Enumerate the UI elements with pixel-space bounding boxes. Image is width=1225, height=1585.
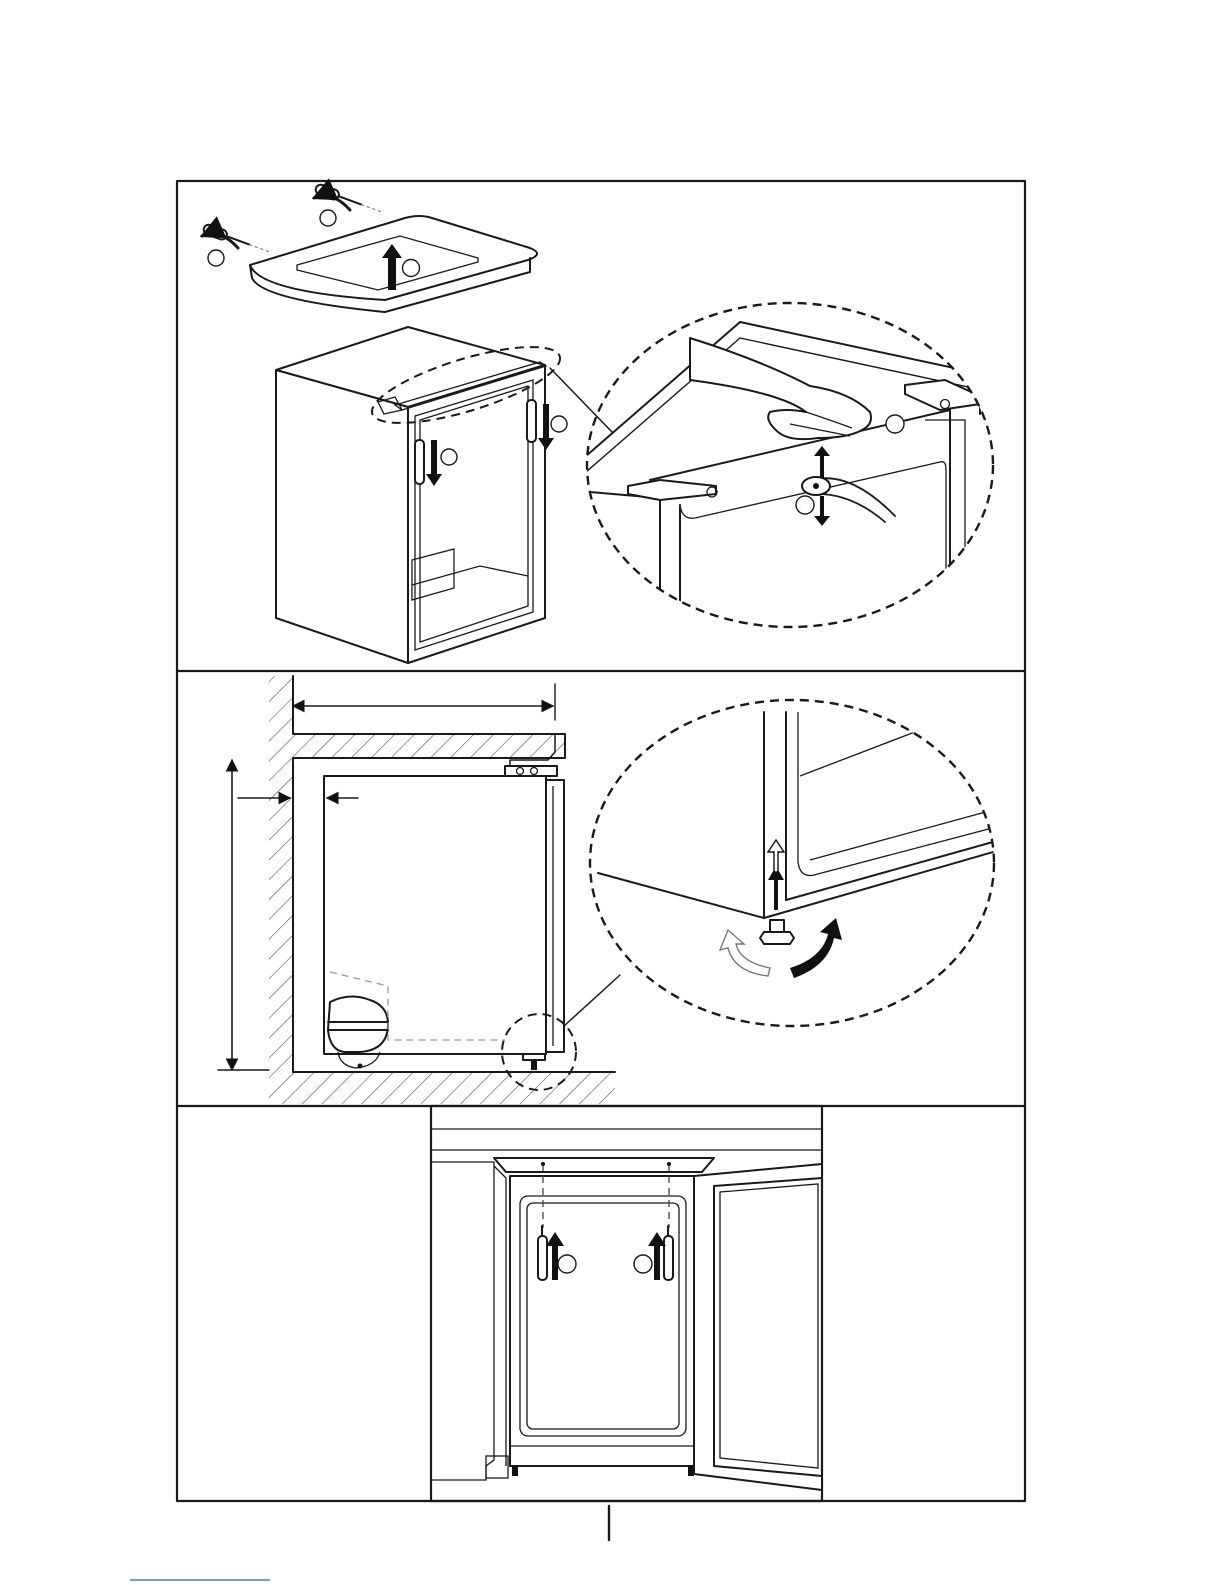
pliers-icon (802, 477, 895, 522)
panel-niche-dimensions (218, 676, 1000, 1104)
detail-hinge-zoom (570, 303, 1010, 640)
leveling-foot-icon (531, 1060, 537, 1070)
detail-foot-zoom (590, 700, 1000, 1026)
dimension-height (218, 760, 269, 1070)
wall-hatch (269, 676, 293, 1072)
up-arrow-icon (768, 840, 784, 872)
worktop (494, 1158, 714, 1172)
dimension-width (293, 684, 555, 720)
step-marker (441, 449, 457, 465)
hinge-plate (905, 380, 980, 410)
panel-door-mounting (431, 1106, 822, 1501)
compressor (328, 996, 388, 1068)
panel-top-cover-removal (202, 183, 1010, 663)
leveling-foot-icon (512, 1466, 518, 1476)
refrigerator-cabinet (276, 327, 567, 663)
door-clip (415, 440, 424, 484)
open-door (694, 1164, 822, 1490)
step-marker (886, 415, 904, 433)
fridge-front (510, 1176, 694, 1466)
screwdriver-icon (202, 223, 271, 266)
step-marker (634, 1255, 652, 1273)
step-marker (403, 260, 420, 277)
hand-icon (690, 338, 871, 439)
screwdriver-icon (314, 183, 383, 226)
leveling-foot-icon (760, 932, 794, 944)
up-arrow-icon (814, 446, 830, 478)
top-cover-plate (250, 216, 537, 312)
step-marker (320, 210, 336, 226)
step-marker (551, 416, 567, 432)
floor-hatch (269, 1072, 615, 1104)
rotate-arrow-icon (790, 918, 842, 978)
step-marker (208, 250, 224, 266)
step-marker (796, 496, 814, 514)
callout-leader (564, 975, 620, 1026)
down-arrow-icon (814, 496, 830, 526)
hinge-plate (628, 480, 716, 500)
step-marker (558, 1255, 576, 1273)
door-panel (546, 780, 564, 1052)
door-clip (527, 400, 536, 442)
worktop-hatch (293, 734, 565, 758)
